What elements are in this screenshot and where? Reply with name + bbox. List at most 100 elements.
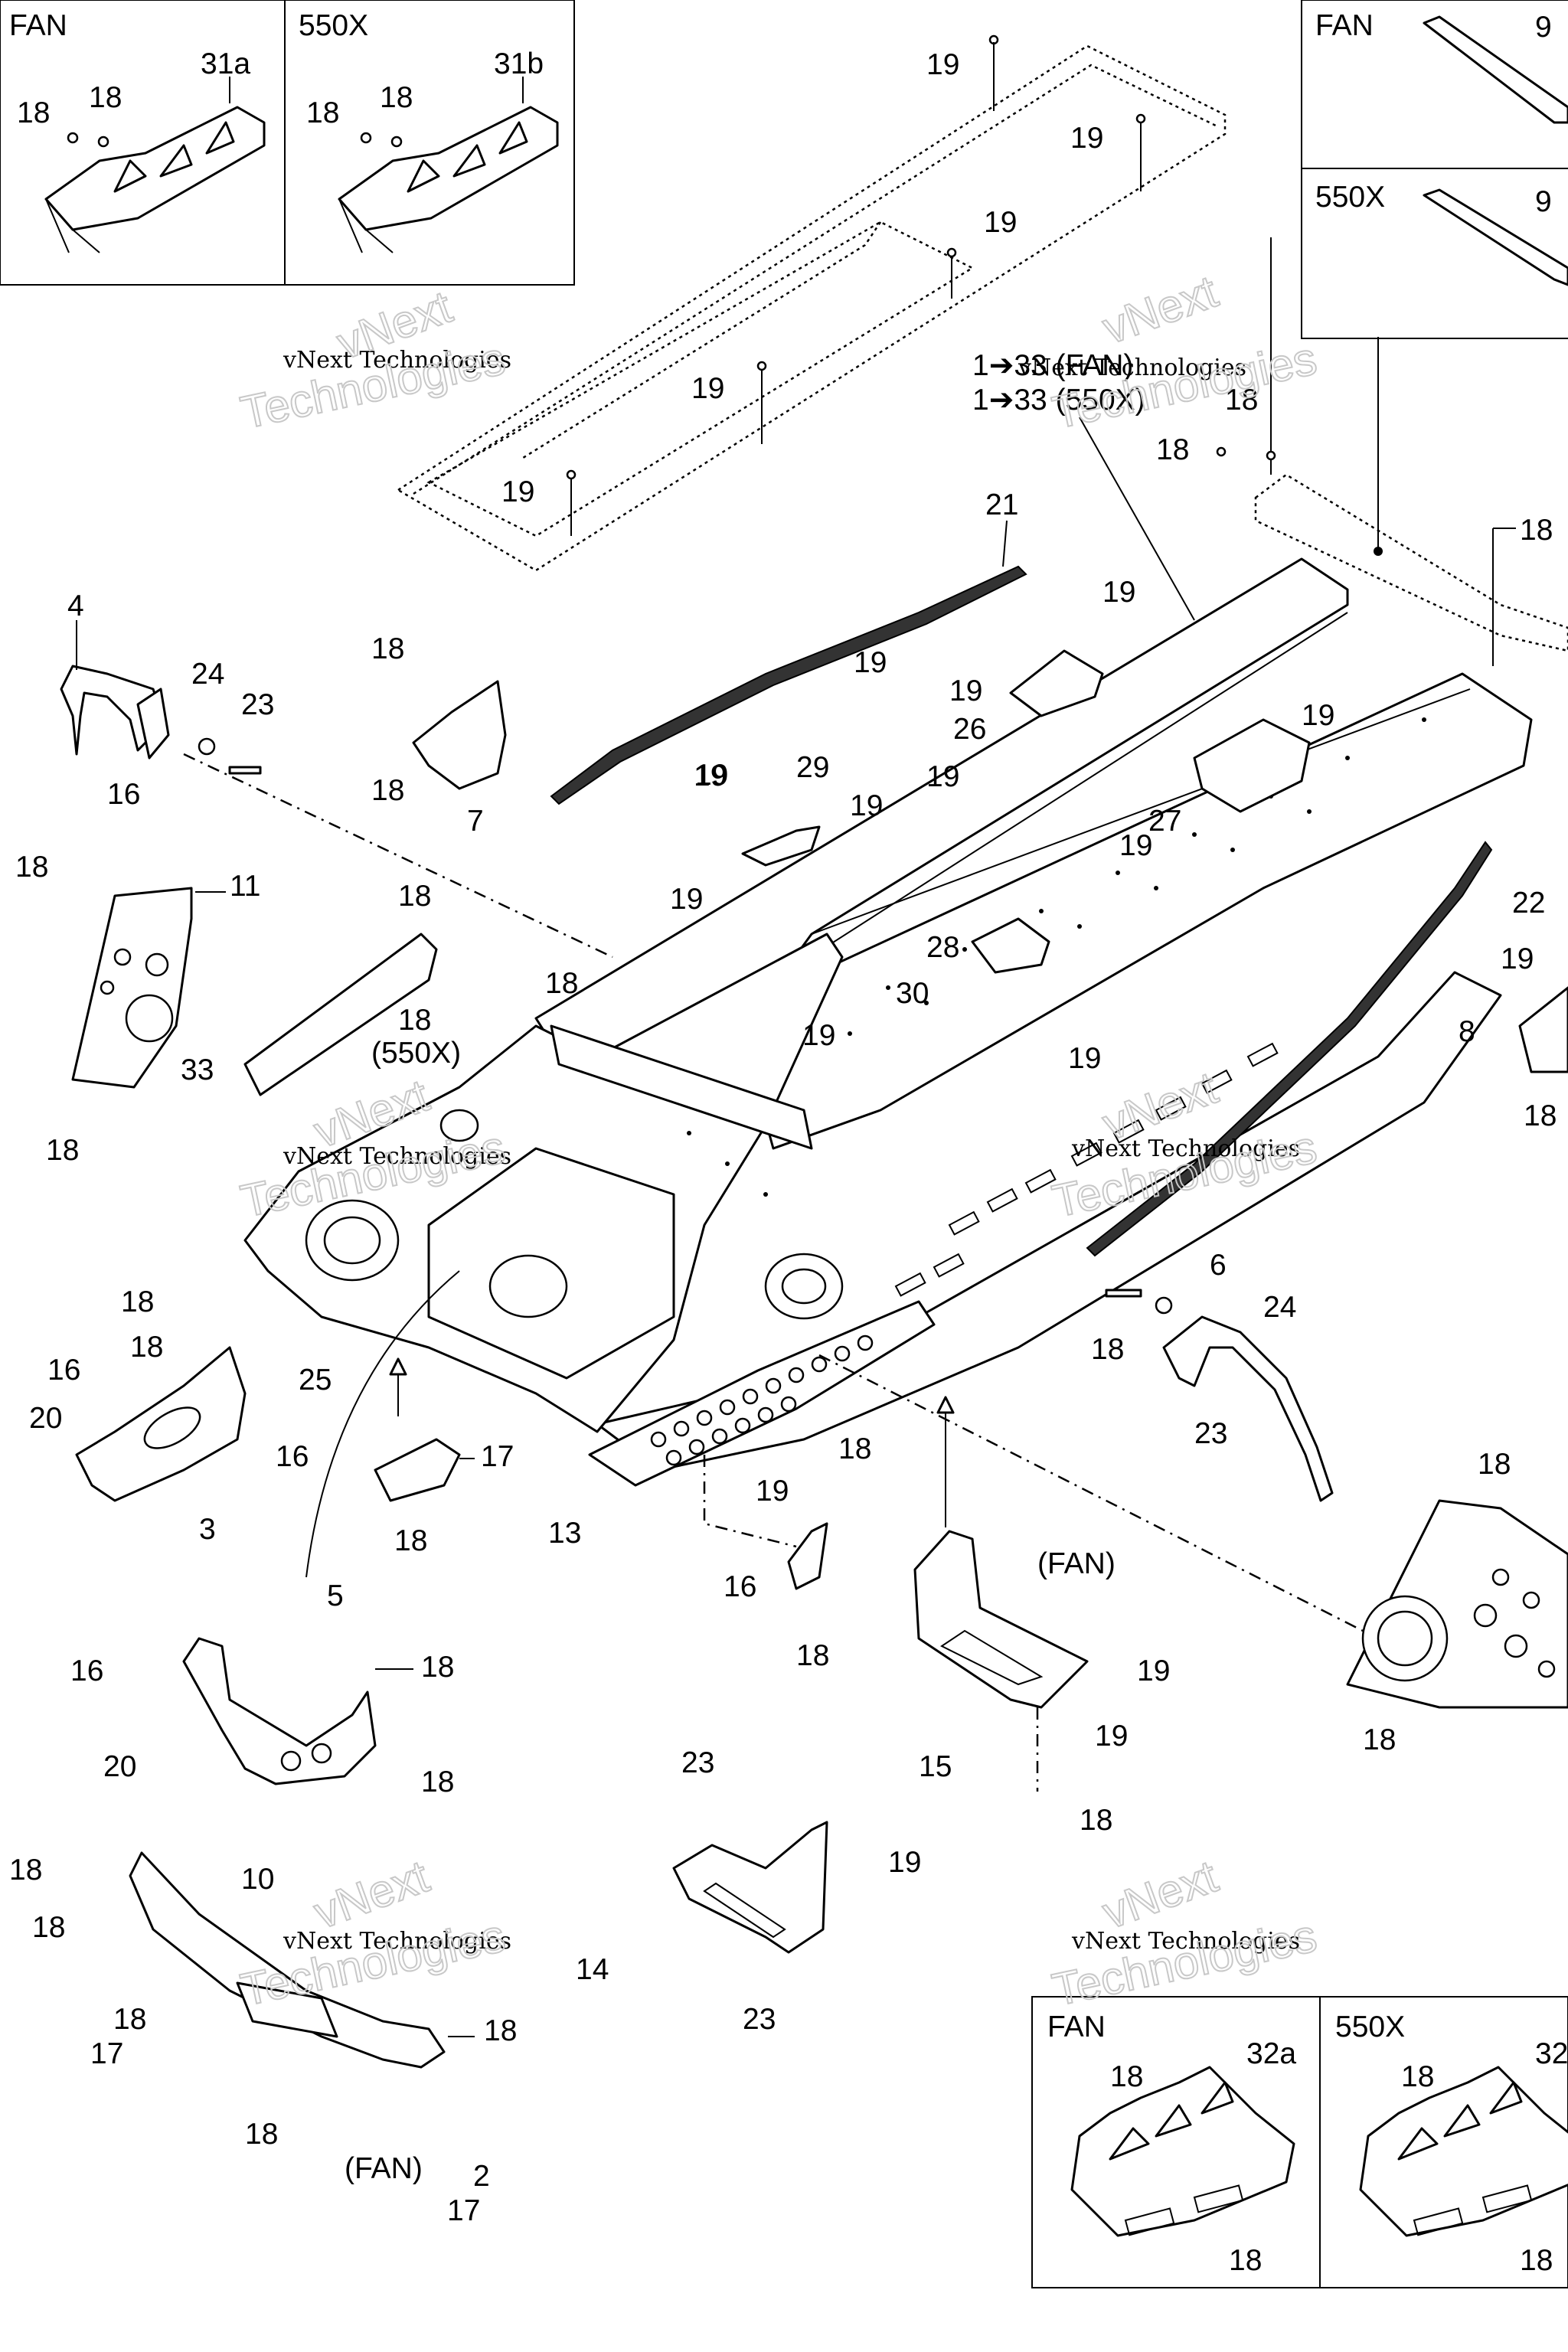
watermark-text: vNext Technologies [283,347,511,374]
inset-top-left-frame [0,0,575,286]
callout-18: 10 [241,1863,274,1896]
callout-18: 18 [1478,1448,1511,1481]
arrow-head-icon [936,1396,955,1414]
watermark-text: vNext [308,1851,436,1939]
callout-18: 18 [796,1639,829,1672]
callout-16: 19 [756,1475,789,1508]
callout-18: 16 [70,1655,103,1687]
bolt-icon [228,766,262,775]
screw-icon [97,136,109,148]
watermark-text: Technologies [1048,1909,1321,2015]
callout-24: 6 [1210,1249,1227,1282]
callout-17: 18 [245,2118,278,2151]
callout-18: 18 [1156,433,1189,466]
range-note-fan: 1➔33 (FAN) [972,349,1133,382]
callout-18: 18 [15,851,48,884]
callout-27: 27 [1148,805,1181,838]
callout-20: 18 [130,1331,163,1364]
callout-13: 17 [481,1440,514,1473]
callout-18: 18 [1520,514,1553,547]
callout-19: 19 [926,760,959,793]
callout-19: 19 [694,760,727,792]
callout-19: 19 [1501,942,1534,975]
callout-18: 23 [743,2003,776,2036]
callout-16: 16 [107,778,140,811]
callout-16: 16 [47,1354,80,1387]
callout-18: 18 [545,967,578,1000]
callout-18: 18 [838,1432,871,1465]
arrow-head-icon [389,1357,407,1376]
bracket-part-33 [243,933,438,1096]
callout-550x-note: (550X) [371,1037,461,1070]
callout-18: 13 [548,1517,581,1550]
watermark-text: vNext Technologies [283,1143,511,1170]
callout-18: 18 [371,774,404,807]
floor-holes [650,1334,874,1466]
bracket-part-27 [1193,718,1311,813]
callout-19: 19 [670,883,703,916]
callout-28: 28 [926,931,959,964]
callout-25: 16 [276,1440,309,1473]
callout-19: 19 [1119,829,1152,862]
callout-8: 8 [1459,1015,1475,1048]
watermark-text: vNext [1096,266,1224,354]
callout-31b: 31b [494,47,544,80]
callout-19: 19 [1068,1042,1101,1075]
range-note-550x: 1➔33 (550X) [972,384,1145,416]
watermark-text: vNext Technologies [1071,1135,1300,1162]
plate-part-13 [374,1438,461,1502]
callout-18: 20 [103,1750,136,1783]
rear-brace-outline [1216,237,1568,652]
callout-18: 18 [1524,1099,1557,1132]
callout-19: 19 [695,759,728,792]
callout-19: 19 [802,1019,835,1052]
rear-plate-part-right [1346,1499,1568,1709]
bracket-part-6 [787,1522,828,1590]
callout-18: 18 [371,632,404,665]
callout-18: 18 [398,1004,431,1037]
callout-19: 19 [850,789,883,822]
callout-18: 18 [32,1911,65,1944]
bracket-part-8 [1518,986,1568,1073]
inset-fan-title: FAN [1315,9,1374,42]
callout-22: 22 [1512,887,1545,920]
callout-5: 24 [1263,1291,1296,1324]
screw-icon [67,132,79,144]
callout-29: 29 [796,751,829,784]
callout-11: 11 [230,870,261,903]
tunnel-chassis-main [243,557,1533,1487]
bracket-part-10 [182,1637,413,1785]
watermark-text: vNext Technologies [283,1928,511,1955]
callout-14: 19 [888,1846,921,1879]
callout-2: 18 [484,2014,517,2047]
bracket-part-29 [741,825,821,867]
callout-15: 19 [1137,1655,1170,1687]
callout-32: 32 [1535,2037,1568,2070]
callout-24: 24 [191,658,224,691]
callout-18: 18 [421,1766,454,1798]
callout-fan-note: 17 [447,2194,480,2227]
callout-19: 18 [394,1524,427,1557]
callout-19: 19 [691,372,724,405]
callout-19: 19 [1302,699,1334,732]
assembly-line [818,1354,1364,1632]
callout-19: 23 [681,1746,714,1779]
callout-21: 21 [985,488,1018,521]
watermark-text: Technologies [237,1909,510,2015]
tunnel-rivets [687,717,1426,1197]
callout-16: 23 [1194,1417,1227,1450]
callout-18: (FAN) [345,2152,423,2185]
watermark-text: vNext Technologies [1018,354,1246,381]
callout-7: 7 [467,805,484,838]
callout-16: 18 [121,1285,154,1318]
callout-4: 4 [67,590,84,622]
callout-10: 18 [421,1651,454,1684]
callout-19: 19 [501,475,534,508]
running-board-part-32 [1359,2066,1568,2237]
bracket-part-15 [913,1530,1089,1709]
callout-26: 26 [953,713,986,746]
inset-fan-title: FAN [9,9,67,42]
washer-icon [198,737,216,756]
assembly-line [183,753,613,959]
